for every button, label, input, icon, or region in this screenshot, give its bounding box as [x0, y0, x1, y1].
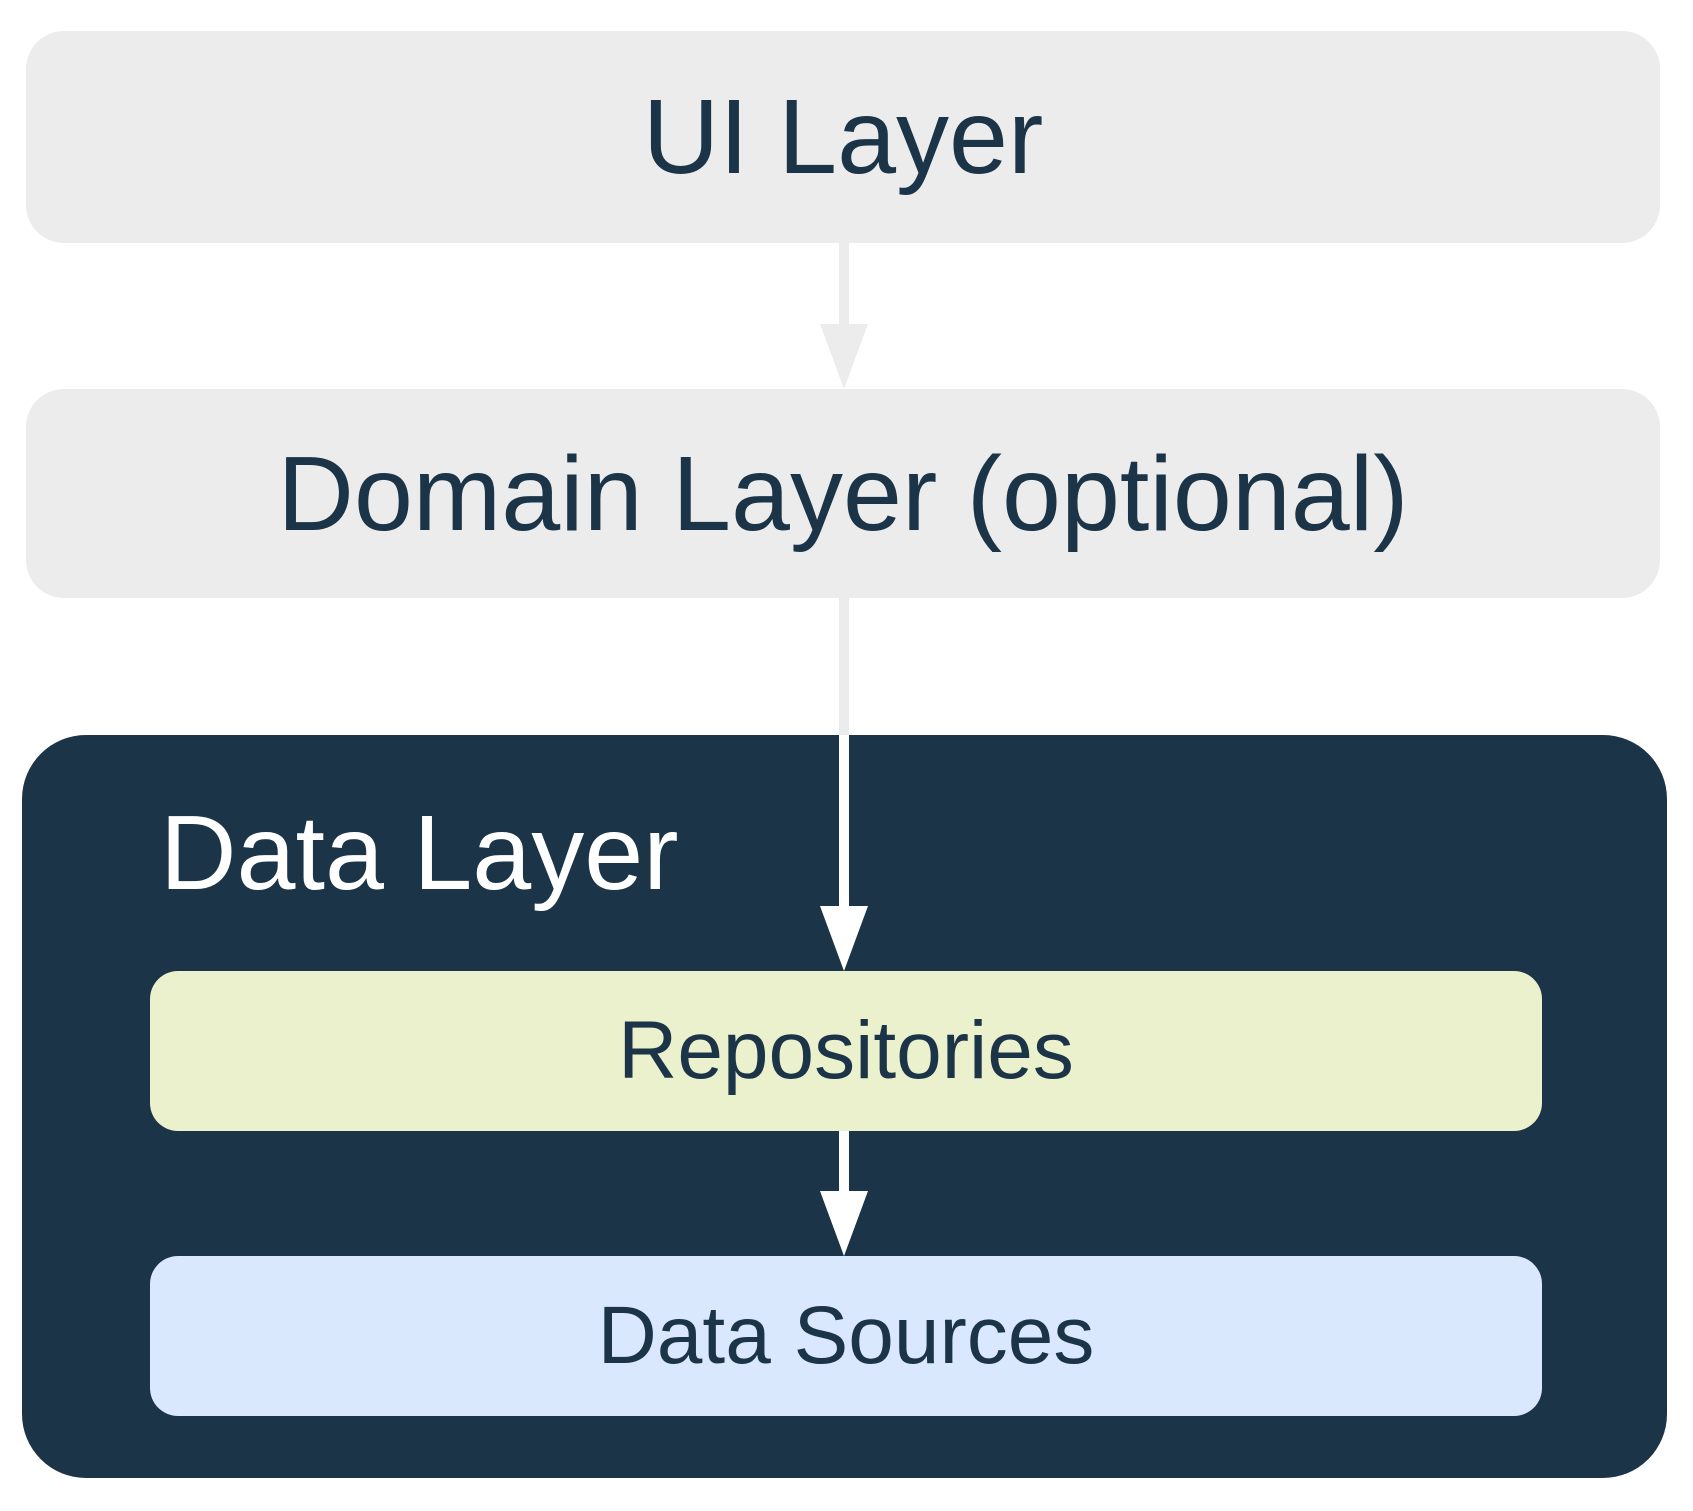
- arrow-shaft: [839, 1131, 849, 1192]
- repositories-label: Repositories: [618, 1005, 1074, 1096]
- arrow-shaft: [839, 735, 849, 906]
- arrow-shaft: [839, 598, 849, 736]
- data-layer-label: Data Layer: [160, 794, 679, 912]
- arrow-head-icon: [820, 1191, 868, 1256]
- ui-layer-box: UI Layer: [26, 31, 1660, 243]
- arrow-shaft: [839, 243, 849, 326]
- domain-layer-label: Domain Layer (optional): [277, 434, 1409, 553]
- data-sources-box: Data Sources: [150, 1256, 1542, 1416]
- repositories-box: Repositories: [150, 971, 1542, 1131]
- arrow-head-icon: [820, 906, 868, 971]
- data-sources-label: Data Sources: [597, 1290, 1095, 1381]
- ui-layer-label: UI Layer: [642, 78, 1044, 196]
- domain-layer-box: Domain Layer (optional): [26, 389, 1660, 598]
- arrow-head-icon: [820, 324, 868, 389]
